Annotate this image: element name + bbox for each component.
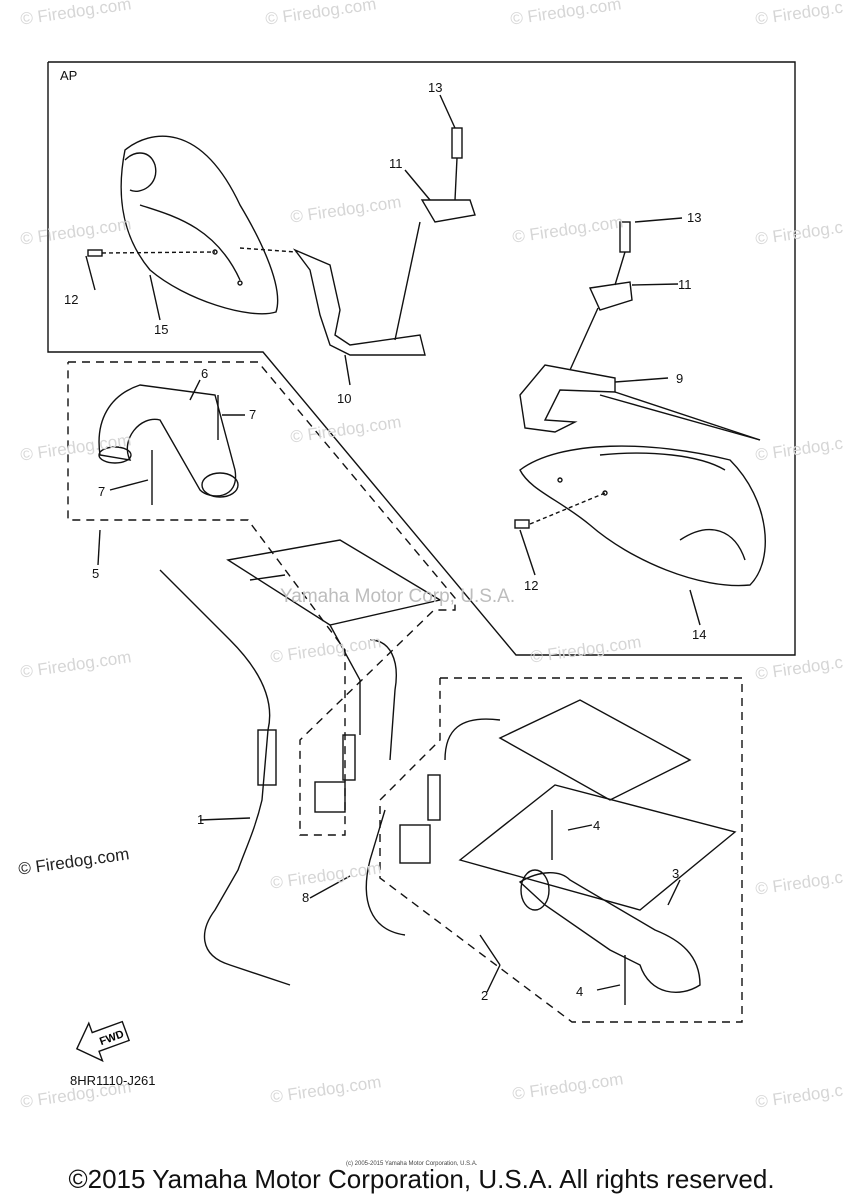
- part-9-bracket: [519, 364, 616, 433]
- callout-5: 5: [92, 566, 100, 581]
- callout-12a: 12: [64, 292, 79, 307]
- fwd-arrow-icon: FWD: [75, 1020, 131, 1063]
- callout-4b: 4: [576, 984, 584, 999]
- callout-4a: 4: [593, 818, 601, 833]
- group-5-box: [67, 361, 456, 836]
- callout-10: 10: [337, 391, 352, 406]
- part-1-throttle-cable: [159, 569, 291, 986]
- callout-6: 6: [201, 366, 209, 381]
- callout-13a: 13: [428, 80, 443, 95]
- callout-7a: 7: [249, 407, 257, 422]
- heater-element-right: [498, 699, 692, 801]
- part-15-handguard: [120, 135, 279, 315]
- callout-3: 3: [672, 866, 680, 881]
- tiny-copyright: (c) 2005-2015 Yamaha Motor Corporation, …: [346, 1161, 478, 1167]
- part-11-clamp-right: [588, 281, 633, 311]
- center-watermark: Yamaha Motor Corp, U.S.A.: [280, 586, 516, 607]
- callout-9: 9: [676, 371, 684, 386]
- heater-element-left: [226, 539, 442, 626]
- callout-14: 14: [692, 627, 707, 642]
- part-14-handguard: [519, 445, 766, 587]
- callout-13b: 13: [687, 210, 702, 225]
- section-label: AP: [60, 68, 78, 83]
- part-8-hose: [369, 639, 397, 761]
- part-code: 8HR1110-J261: [70, 1073, 156, 1088]
- callout-11b: 11: [678, 277, 692, 292]
- copyright-footer: ©2015 Yamaha Motor Corporation, U.S.A. A…: [68, 1164, 775, 1194]
- callout-12b: 12: [524, 578, 539, 593]
- part-6-grip-left: [98, 384, 237, 497]
- callout-2: 2: [481, 988, 489, 1003]
- ap-box-outline: [47, 61, 796, 656]
- callout-7b: 7: [98, 484, 106, 499]
- callout-11a: 11: [389, 156, 403, 171]
- part-11-clamp-left: [420, 199, 476, 223]
- part-3-grip-right: [518, 872, 701, 993]
- callout-1: 1: [197, 812, 205, 827]
- part-10-bracket: [292, 248, 426, 356]
- group-2-box: [379, 677, 743, 1023]
- callout-15: 15: [154, 322, 169, 337]
- callout-8: 8: [302, 890, 310, 905]
